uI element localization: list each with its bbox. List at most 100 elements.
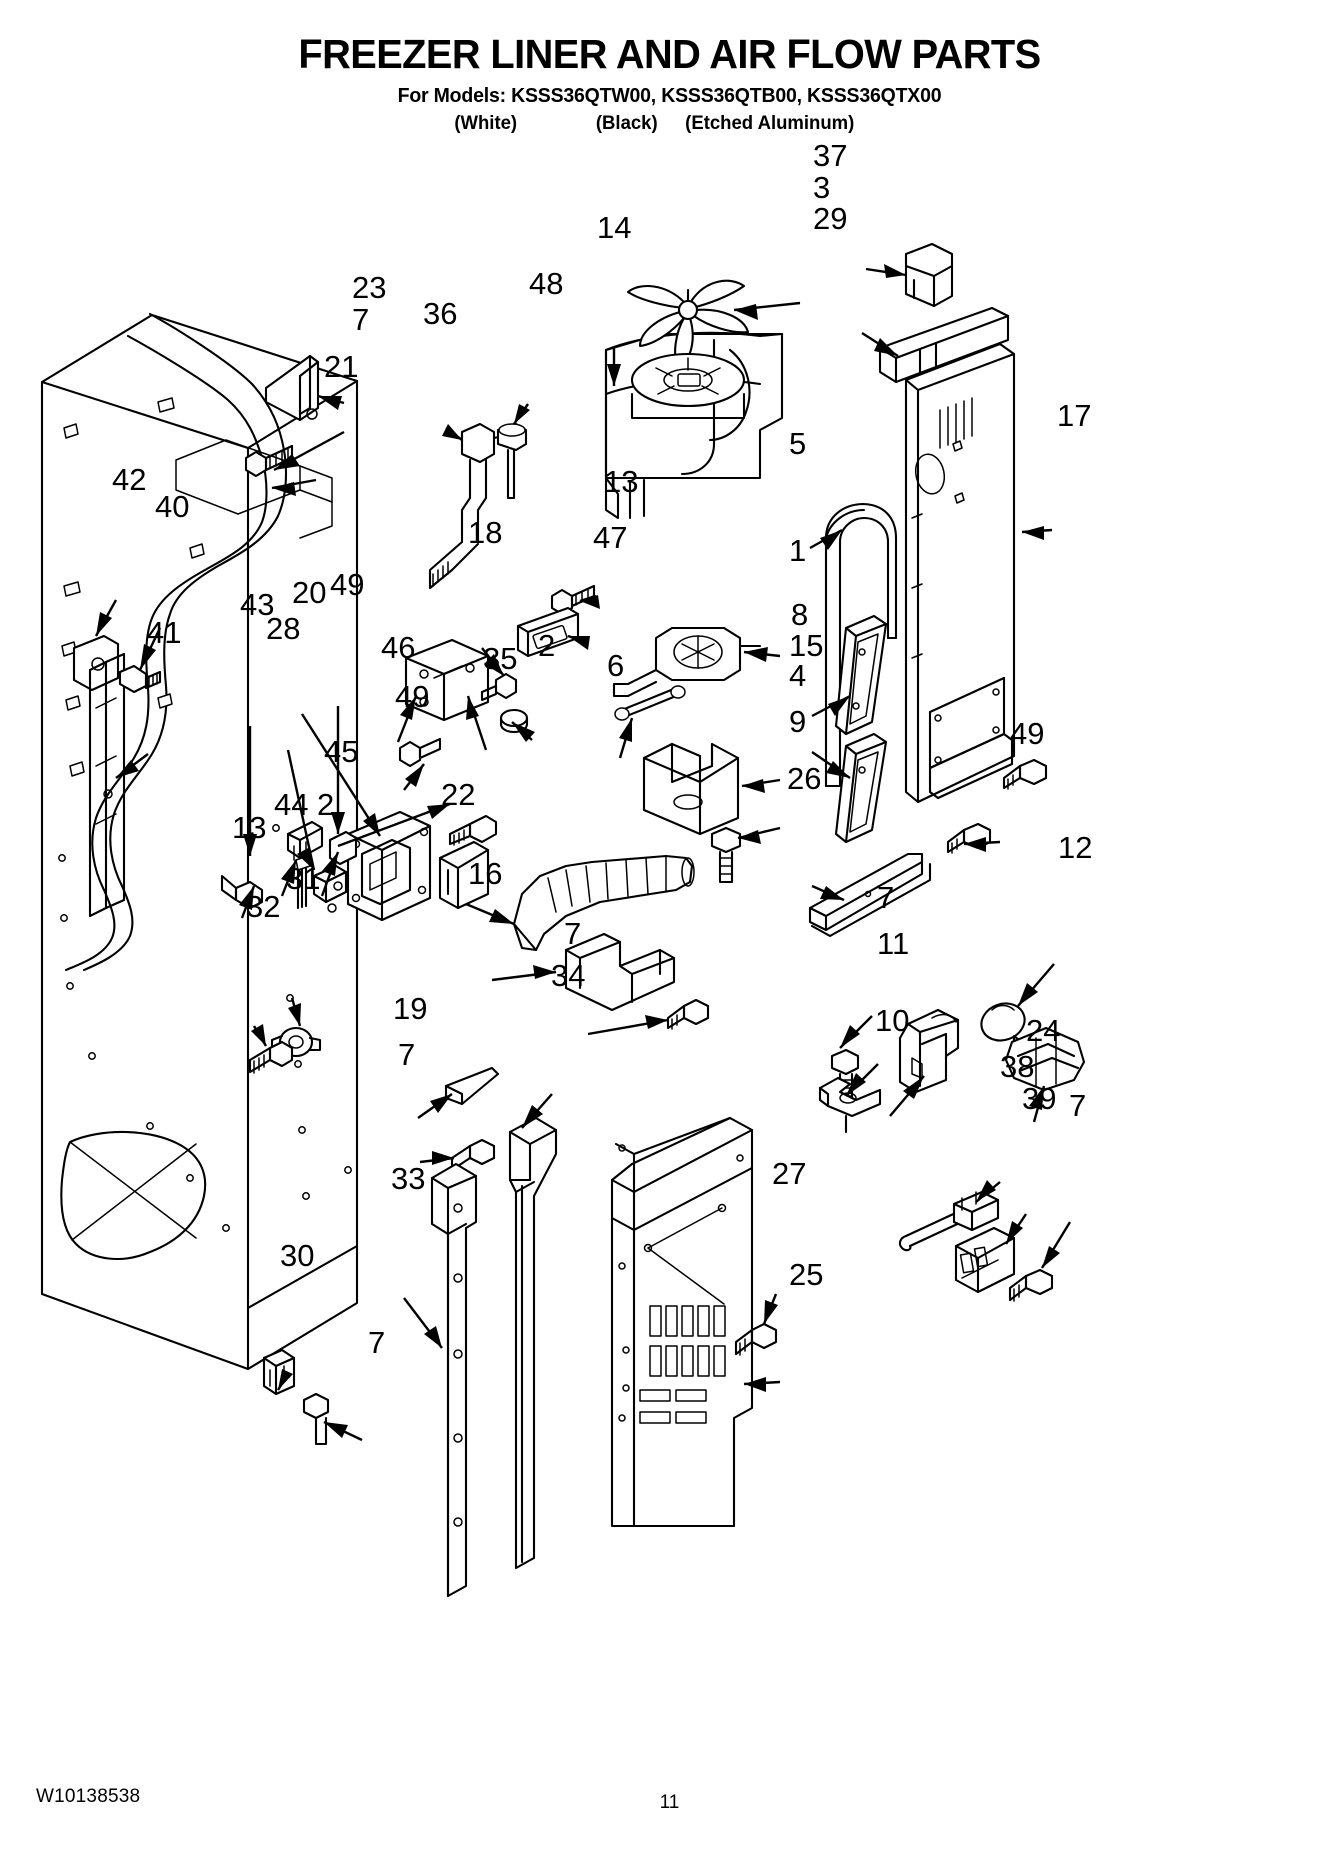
callout-14: 14 (597, 210, 632, 245)
callout-12: 12 (1058, 830, 1093, 865)
callout-9: 9 (789, 704, 807, 739)
part-6-linkage-rod (614, 685, 686, 721)
callout-4: 4 (789, 658, 807, 693)
callout-19: 19 (393, 991, 428, 1026)
callout-7: 7 (564, 916, 582, 951)
part-34-liner-trim-center (508, 1116, 558, 1570)
part-15-duct-rail (834, 732, 888, 844)
part-8-duct-rail (834, 614, 888, 736)
callout-13: 13 (604, 464, 639, 499)
part-29-top-rail (878, 306, 1010, 384)
callout-25: 25 (789, 1257, 824, 1292)
part-9-screw (710, 826, 742, 884)
callout-21: 21 (324, 349, 359, 384)
part-24-light-socket (1004, 1026, 1086, 1092)
part-22-air-duct-hose (512, 854, 695, 952)
callout-45: 45 (324, 734, 359, 769)
part-48-sensor (496, 422, 528, 500)
callout-7: 7 (398, 1037, 416, 1072)
part-20-light-housing (346, 810, 432, 922)
part-30-clip (262, 1348, 296, 1396)
finish-black: (Black) (595, 112, 658, 134)
callout-30: 30 (280, 1238, 315, 1273)
part-23-liner-bracket (264, 354, 320, 422)
part-7-screw-switch (1008, 1268, 1054, 1302)
callout-15: 15 (789, 628, 824, 663)
callout-27: 27 (772, 1156, 807, 1191)
callout-49: 49 (330, 567, 365, 602)
callout-1: 1 (789, 533, 807, 568)
callout-46: 46 (381, 630, 416, 665)
part-33-liner-trim-left (430, 1162, 478, 1598)
callout-7: 7 (877, 880, 895, 915)
part-18-screw (480, 672, 518, 702)
callout-38: 38 (1000, 1049, 1035, 1084)
callout-32: 32 (246, 889, 281, 924)
callout-41: 41 (147, 615, 182, 650)
part-42-duct-retainer (72, 634, 120, 692)
part-35-control-bracket (404, 638, 490, 722)
callout-40: 40 (155, 489, 190, 524)
part-21-freezer-liner (40, 312, 359, 1371)
callout-2: 2 (538, 628, 556, 663)
part-4-motor-bracket (642, 742, 740, 836)
callout-22: 22 (441, 777, 476, 812)
callout-49: 49 (1010, 716, 1045, 751)
part-5-air-duct-tube (824, 502, 898, 788)
callout-37: 37 (813, 138, 848, 173)
part-37-cover (904, 242, 954, 308)
callout-42: 42 (112, 462, 147, 497)
part-49-screw-right-upper (1002, 758, 1048, 790)
callout-33: 33 (391, 1161, 426, 1196)
part-1-fan-motor-lower (612, 626, 762, 698)
callout-24: 24 (1026, 1013, 1061, 1048)
part-25-air-duct-panel (610, 1116, 754, 1528)
callout-26: 26 (787, 761, 822, 796)
callout-8: 8 (791, 597, 809, 632)
part-7-screw-bottom (302, 1392, 330, 1446)
callout-31: 31 (286, 861, 321, 896)
callout-48: 48 (529, 266, 564, 301)
part-45-bracket (438, 840, 490, 910)
part-36-wire-harness (428, 422, 522, 590)
part-46-screw (398, 737, 442, 768)
callout-5: 5 (789, 426, 807, 461)
part-40-screw (118, 664, 162, 694)
part-2-bushing-upper (499, 708, 529, 734)
part-19-label (444, 1066, 500, 1106)
part-39-switch-body (954, 1226, 1016, 1294)
footer-document-code: W10138538 (36, 1786, 141, 1807)
callout-44: 44 (274, 787, 309, 822)
callout-23: 23 (352, 270, 387, 305)
callout-36: 36 (423, 296, 458, 331)
callout-7: 7 (1069, 1088, 1087, 1123)
callout-20: 20 (292, 575, 327, 610)
part-49-screw-left (448, 814, 498, 846)
callout-39: 39 (1022, 1081, 1057, 1116)
part-17-side-panel (904, 342, 1016, 804)
callout-13: 13 (232, 810, 267, 845)
part-1-evaporator-fan-motor (630, 352, 746, 420)
finish-white: (White) (454, 112, 518, 134)
diagram-linework (40, 242, 1086, 1598)
callout-16: 16 (468, 856, 503, 891)
footer-page-number: 11 (659, 1792, 680, 1813)
models-line: For Models: KSSS36QTW00, KSSS36QTB00, KS… (397, 84, 942, 107)
callout-18: 18 (468, 515, 503, 550)
callout-10: 10 (875, 1003, 910, 1038)
part-7-screw-mid (666, 998, 710, 1030)
callout-35: 35 (483, 641, 518, 676)
callout-6: 6 (607, 648, 625, 683)
part-26-bottom-rail (808, 852, 932, 938)
part-32-screw (248, 1040, 294, 1074)
callout-43: 43 (240, 587, 275, 622)
callout-7: 7 (352, 302, 370, 337)
page-title: FREEZER LINER AND AIR FLOW PARTS (298, 31, 1041, 77)
callout-7: 7 (368, 1325, 386, 1360)
leader-lines (94, 264, 1072, 1442)
callout-3: 3 (813, 170, 831, 205)
page-header: FREEZER LINER AND AIR FLOW PARTS For Mod… (0, 0, 1339, 136)
callout-17: 17 (1057, 398, 1092, 433)
